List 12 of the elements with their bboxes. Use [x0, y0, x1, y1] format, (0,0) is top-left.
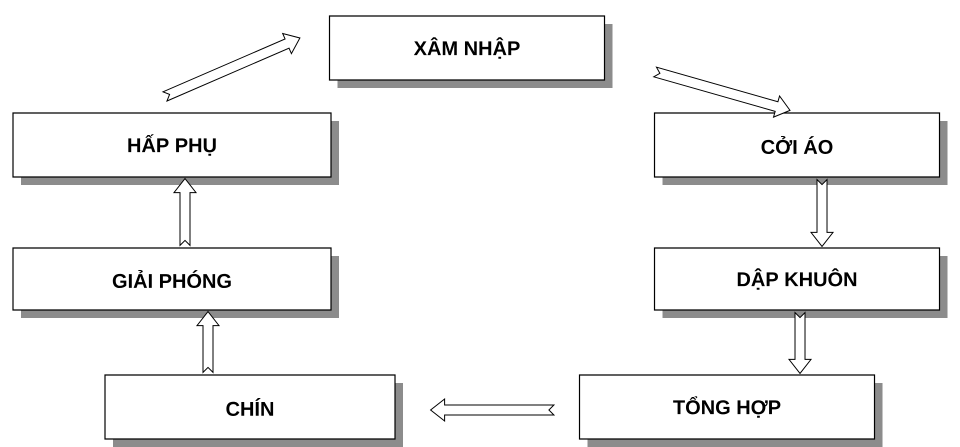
process-box: GIẢI PHÓNG	[12, 247, 339, 318]
process-box: DẬP KHUÔN	[654, 247, 948, 318]
arrow	[196, 310, 220, 374]
process-box: CỞI ÁO	[654, 112, 948, 185]
process-box: TỔNG HỢP	[578, 374, 883, 447]
process-box: CHÍN	[104, 374, 403, 447]
arrow	[810, 178, 834, 248]
process-box: HẤP PHỤ	[12, 112, 339, 185]
arrow	[788, 311, 812, 374]
process-box: XÂM NHẬP	[328, 15, 612, 88]
arrow	[430, 398, 556, 422]
arrow	[172, 178, 198, 247]
